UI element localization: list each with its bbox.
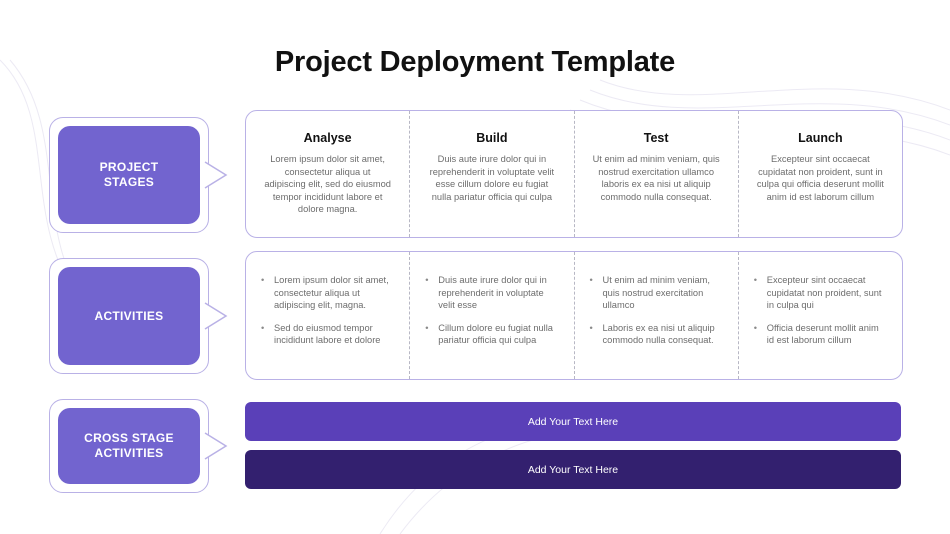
stage-column: Test Ut enim ad minim veniam, quis nostr… [573, 111, 738, 237]
activity-item: Officia deserunt mollit anim id est labo… [754, 322, 886, 347]
activities-text: ACTIVITIES [58, 267, 200, 365]
cross-stage-bar: Add Your Text Here [245, 402, 901, 441]
activity-list: Duis aute irure dolor qui in reprehender… [422, 274, 561, 347]
stage-column: Launch Excepteur sint occaecat cupidatat… [737, 111, 902, 237]
activity-list: Excepteur sint occaecat cupidatat non pr… [751, 274, 890, 347]
cross-stage-label: CROSS STAGE ACTIVITIES [49, 399, 228, 493]
activities-panel: Lorem ipsum dolor sit amet, consectetur … [245, 251, 903, 380]
stage-title: Test [643, 131, 669, 145]
activity-column: Duis aute irure dolor qui in reprehender… [409, 252, 573, 379]
activity-column: Lorem ipsum dolor sit amet, consectetur … [246, 252, 409, 379]
page-title: Project Deployment Template [274, 46, 676, 78]
cross-stage-bar-text: Add Your Text Here [527, 415, 619, 428]
stage-title: Analyse [303, 131, 352, 145]
pointer-arrow [202, 302, 228, 330]
activity-item: Laboris ex ea nisi ut aliquip commodo nu… [589, 322, 722, 347]
activity-item: Lorem ipsum dolor sit amet, consectetur … [261, 274, 393, 312]
cross-stage-bar-text: Add Your Text Here [527, 463, 619, 476]
activity-item: Excepteur sint occaecat cupidatat non pr… [754, 274, 886, 312]
activity-item: Duis aute irure dolor qui in reprehender… [425, 274, 557, 312]
stage-title: Build [476, 131, 508, 145]
stage-description: Duis aute irure dolor qui in reprehender… [429, 154, 555, 202]
cross-stage-bar: Add Your Text Here [245, 450, 901, 489]
stage-column: Analyse Lorem ipsum dolor sit amet, cons… [246, 111, 409, 237]
pointer-arrow [202, 432, 228, 460]
stage-description: Lorem ipsum dolor sit amet, consectetur … [264, 154, 391, 214]
activity-item: Cillum dolore eu fugiat nulla pariatur o… [425, 322, 557, 347]
project-stages-label: PROJECT STAGES [49, 117, 228, 233]
activity-list: Ut enim ad minim veniam, quis nostrud ex… [587, 274, 726, 347]
pointer-arrow [202, 161, 228, 189]
activity-item: Ut enim ad minim veniam, quis nostrud ex… [589, 274, 722, 312]
stage-column: Build Duis aute irure dolor qui in repre… [409, 111, 573, 237]
activities-label: ACTIVITIES [49, 258, 228, 374]
project-stages-text: PROJECT STAGES [58, 126, 200, 224]
stage-description: Excepteur sint occaecat cupidatat non pr… [756, 154, 884, 202]
stages-panel: Analyse Lorem ipsum dolor sit amet, cons… [245, 110, 903, 238]
activity-item: Sed do eiusmod tempor incididunt labore … [261, 322, 393, 347]
activity-column: Ut enim ad minim veniam, quis nostrud ex… [573, 252, 738, 379]
stage-description: Ut enim ad minim veniam, quis nostrud ex… [592, 154, 720, 202]
cross-stage-text: CROSS STAGE ACTIVITIES [58, 408, 200, 484]
activity-list: Lorem ipsum dolor sit amet, consectetur … [258, 274, 397, 347]
activity-column: Excepteur sint occaecat cupidatat non pr… [737, 252, 902, 379]
stage-title: Launch [798, 131, 843, 145]
